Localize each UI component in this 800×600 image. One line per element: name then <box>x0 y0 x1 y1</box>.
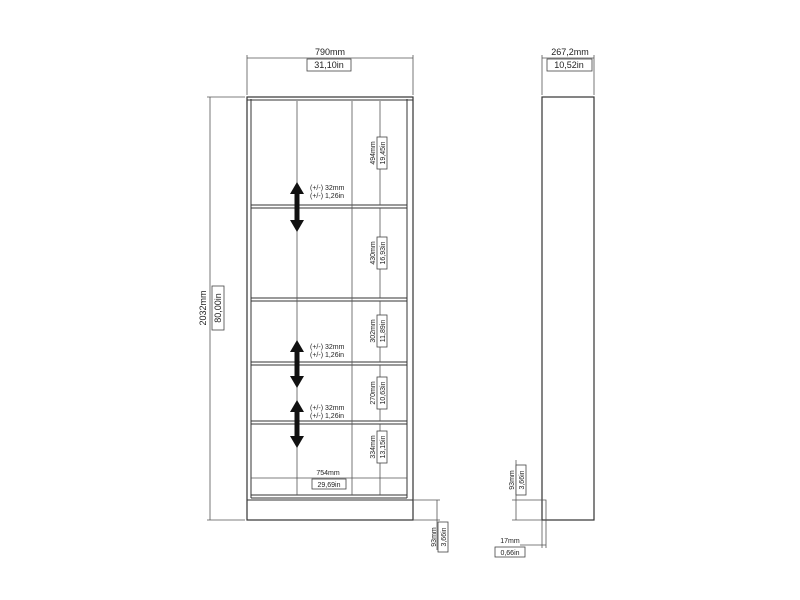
adjust-arrow-3 <box>290 400 304 448</box>
adjust-1-in: (+/-) 1,26in <box>310 193 344 200</box>
recess-in-box <box>494 546 526 558</box>
inner-width-in: 29,69in <box>318 482 341 489</box>
adjust-arrow-2 <box>290 340 304 388</box>
recess-in: 0,66in <box>500 550 519 557</box>
side-plinth-mm: 93mm <box>509 470 516 490</box>
overall-width-mm: 790mm <box>315 47 345 57</box>
side-depth-in-box <box>546 58 593 72</box>
compartment-4-mm: 270mm <box>370 381 377 405</box>
side-depth-in: 10,52in <box>554 60 584 70</box>
compartment-4-in: 10,63in <box>380 381 387 404</box>
adjust-1-mm: (+/-) 32mm <box>310 185 345 192</box>
side-depth-mm: 267,2mm <box>551 47 589 57</box>
adjust-arrow-1 <box>290 182 304 232</box>
compartment-5-in: 13,15in <box>380 435 387 458</box>
compartment-2-mm: 430mm <box>370 241 377 265</box>
compartment-1-mm: 494mm <box>370 141 377 165</box>
adjust-3-in: (+/-) 1,26in <box>310 413 344 420</box>
overall-height-mm: 2032mm <box>198 290 208 325</box>
inner-width-in-box <box>311 478 347 490</box>
adjust-2-mm: (+/-) 32mm <box>310 344 345 351</box>
compartment-3-in: 11,89in <box>380 320 387 343</box>
overall-height-in: 80,00in <box>213 293 223 323</box>
recess-step <box>542 499 547 520</box>
overall-width-in: 31,10in <box>314 60 344 70</box>
compartment-2-in: 16,93in <box>380 241 387 264</box>
overall-width-in-box <box>306 58 352 72</box>
compartment-3-mm: 302mm <box>370 319 377 343</box>
compartment-1-in: 19,45in <box>380 141 387 164</box>
front-plinth-mm: 93mm <box>431 527 438 547</box>
adjust-3-mm: (+/-) 32mm <box>310 405 345 412</box>
shelves <box>251 204 407 499</box>
recess-mm: 17mm <box>500 538 520 545</box>
front-plinth-in: 3,66in <box>441 527 448 546</box>
side-view: 267,2mm 10,52in 93mm 3,66in 17mm 0,66in <box>494 47 595 558</box>
compartment-5-mm: 334mm <box>370 435 377 459</box>
side-plinth-in: 3,66in <box>519 470 526 489</box>
adjust-2-in: (+/-) 1,26in <box>310 352 344 359</box>
inner-width-mm: 754mm <box>316 470 340 477</box>
side-outline <box>541 96 595 521</box>
cabinet-outline <box>246 96 414 521</box>
front-view: (+/-) 32mm (+/-) 1,26in (+/-) 32mm (+/-)… <box>198 47 449 553</box>
